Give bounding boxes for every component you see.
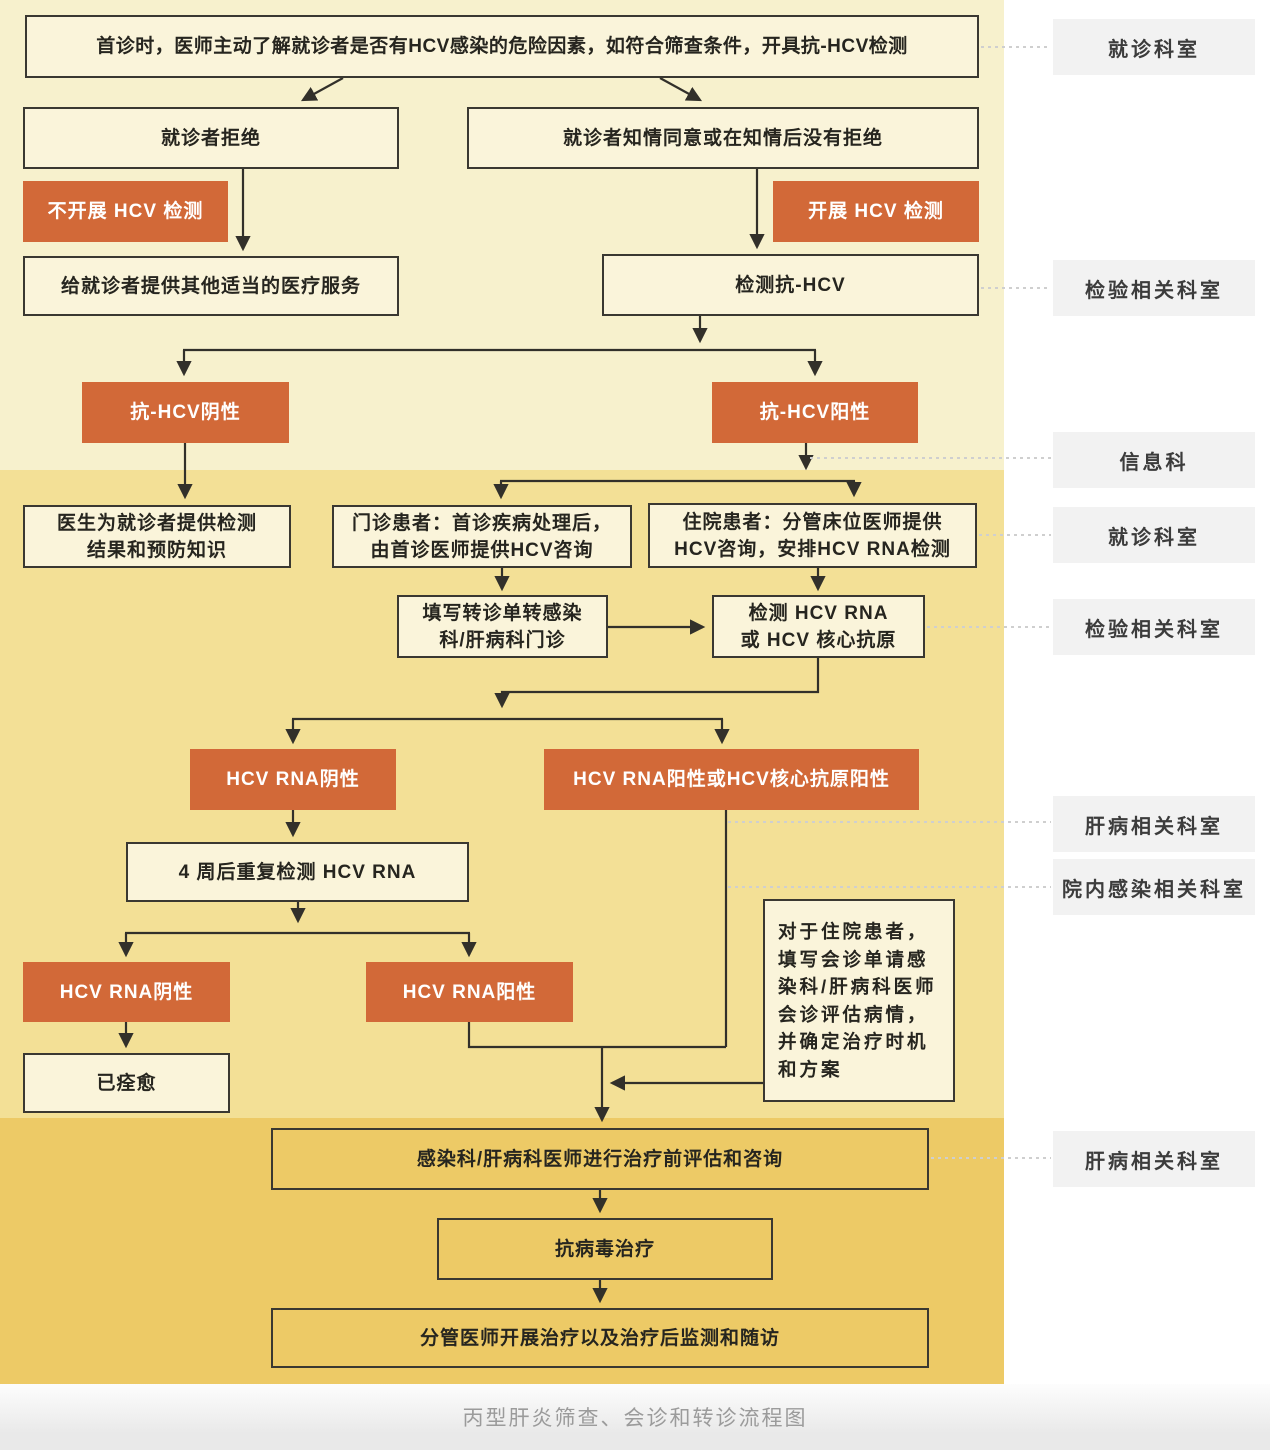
node-inpatient-rest: 分管床位医师提供 HCV咨询，安排HCV RNA检测 <box>674 511 951 560</box>
node-hcv-rna-negative-1: HCV RNA阴性 <box>190 749 396 810</box>
dept-label-text: 就诊科室 <box>1108 38 1200 61</box>
dept-label-text: 就诊科室 <box>1108 526 1200 549</box>
node-patient-consents: 就诊者知情同意或在知情后没有拒绝 <box>467 107 979 169</box>
solid-connectors <box>118 77 862 1304</box>
node-treatment-followup-text: 分管医师开展治疗以及治疗后监测和随访 <box>419 1327 780 1349</box>
dept-label-text: 肝病相关科室 <box>1085 815 1223 838</box>
node-hcv-rna-negative-2: HCV RNA阴性 <box>23 962 230 1022</box>
node-hcv-rna-negative-2-text: HCV RNA阴性 <box>59 981 194 1003</box>
node-inpatient-prefix: 住院患者： <box>682 511 783 533</box>
dept-label-nosocomial-infection-dept: 院内感染相关科室 <box>1053 859 1255 915</box>
node-hcv-rna-negative-1-text: HCV RNA阴性 <box>226 769 360 790</box>
node-intro-text: 首诊时，医师主动了解就诊者是否有HCV感染的危险因素，如符合筛查条件，开具抗-H… <box>96 36 908 57</box>
node-do-hcv-test-text: 开展 HCV 检测 <box>808 201 944 222</box>
node-outpatient-rest: 首诊疾病处理后， 由首诊医师提供HCV咨询 <box>370 512 613 561</box>
node-anti-hcv-negative: 抗-HCV阴性 <box>82 382 289 443</box>
node-pretreatment-evaluation: 感染科/肝病科医师进行治疗前评估和咨询 <box>271 1128 929 1190</box>
node-test-anti-hcv-text: 检测抗-HCV <box>735 274 846 296</box>
node-inpatient-text: 住院患者：分管床位医师提供 HCV咨询，安排HCV RNA检测 <box>674 509 951 563</box>
node-treatment-followup: 分管医师开展治疗以及治疗后监测和随访 <box>271 1308 929 1368</box>
node-referral-form-text: 填写转诊单转感染 科/肝病科门诊 <box>422 602 583 651</box>
node-hcv-rna-positive-or-core-text: HCV RNA阳性或HCV核心抗原阳性 <box>573 769 890 790</box>
node-test-anti-hcv: 检测抗-HCV <box>602 254 979 316</box>
dept-label-lab-dept-1: 检验相关科室 <box>1053 260 1255 316</box>
dept-label-information-dept: 信息科 <box>1053 432 1255 488</box>
node-other-medical-services-text: 给就诊者提供其他适当的医疗服务 <box>60 275 361 297</box>
dept-label-liver-dept-1: 肝病相关科室 <box>1053 796 1255 852</box>
node-pretreatment-evaluation-text: 感染科/肝病科医师进行治疗前评估和咨询 <box>416 1148 784 1170</box>
chart-caption: 丙型肝炎筛查、会诊和转诊流程图 <box>462 1407 808 1430</box>
dept-label-text: 院内感染相关科室 <box>1062 878 1246 901</box>
dept-label-text: 肝病相关科室 <box>1085 1150 1223 1173</box>
node-inpatient-consult-note: 对于住院患者， 填写会诊单请感 染科/肝病科医师 会诊评估病情， 并确定治疗时机… <box>763 899 955 1102</box>
node-doctor-provides-results: 医生为就诊者提供检测 结果和预防知识 <box>23 505 291 568</box>
node-anti-hcv-positive-text: 抗-HCV阳性 <box>759 402 871 423</box>
node-doctor-provides-results-text: 医生为就诊者提供检测 结果和预防知识 <box>56 512 257 561</box>
node-cured: 已痊愈 <box>23 1053 230 1113</box>
node-no-hcv-test-text: 不开展 HCV 检测 <box>47 201 204 222</box>
dept-label-text: 检验相关科室 <box>1085 279 1223 302</box>
node-referral-form: 填写转诊单转感染 科/肝病科门诊 <box>397 595 608 658</box>
node-test-hcv-rna: 检测 HCV RNA 或 HCV 核心抗原 <box>712 595 925 658</box>
node-patient-consents-text: 就诊者知情同意或在知情后没有拒绝 <box>562 127 883 149</box>
dept-label-visiting-dept-1: 就诊科室 <box>1053 19 1255 75</box>
node-antiviral-treatment-text: 抗病毒治疗 <box>554 1238 655 1260</box>
node-patient-refuses: 就诊者拒绝 <box>23 107 399 169</box>
node-intro: 首诊时，医师主动了解就诊者是否有HCV感染的危险因素，如符合筛查条件，开具抗-H… <box>25 15 979 78</box>
node-hcv-rna-positive-2: HCV RNA阳性 <box>366 962 573 1022</box>
node-do-hcv-test: 开展 HCV 检测 <box>773 181 979 242</box>
dashed-department-links <box>728 46 1051 1159</box>
node-anti-hcv-positive: 抗-HCV阳性 <box>712 382 918 443</box>
node-other-medical-services: 给就诊者提供其他适当的医疗服务 <box>23 256 399 316</box>
node-antiviral-treatment: 抗病毒治疗 <box>437 1218 773 1280</box>
node-hcv-rna-positive-2-text: HCV RNA阳性 <box>402 981 537 1003</box>
node-patient-refuses-text: 就诊者拒绝 <box>160 127 261 149</box>
node-outpatient-text: 门诊患者：首诊疾病处理后， 由首诊医师提供HCV咨询 <box>352 510 612 564</box>
node-no-hcv-test: 不开展 HCV 检测 <box>23 181 228 242</box>
node-test-hcv-rna-text: 检测 HCV RNA 或 HCV 核心抗原 <box>740 602 897 651</box>
node-hcv-rna-positive-or-core: HCV RNA阳性或HCV核心抗原阳性 <box>544 749 919 810</box>
node-cured-text: 已痊愈 <box>96 1072 157 1094</box>
dept-label-lab-dept-2: 检验相关科室 <box>1053 599 1255 655</box>
node-outpatient-prefix: 门诊患者： <box>351 512 452 534</box>
band-treatment <box>0 1118 1004 1384</box>
node-repeat-hcv-rna-text: 4 周后重复检测 HCV RNA <box>178 861 417 883</box>
node-inpatient: 住院患者：分管床位医师提供 HCV咨询，安排HCV RNA检测 <box>648 503 977 568</box>
node-outpatient: 门诊患者：首诊疾病处理后， 由首诊医师提供HCV咨询 <box>332 505 632 568</box>
caption-strip: 丙型肝炎筛查、会诊和转诊流程图 <box>0 1384 1270 1450</box>
dept-label-text: 检验相关科室 <box>1085 618 1223 641</box>
dept-label-liver-dept-2: 肝病相关科室 <box>1053 1131 1255 1187</box>
dept-label-text: 信息科 <box>1119 451 1189 474</box>
node-repeat-hcv-rna: 4 周后重复检测 HCV RNA <box>126 842 469 902</box>
node-inpatient-consult-note-text: 对于住院患者， 填写会诊单请感 染科/肝病科医师 会诊评估病情， 并确定治疗时机… <box>778 921 937 1080</box>
dept-label-visiting-dept-2: 就诊科室 <box>1053 507 1255 563</box>
node-anti-hcv-negative-text: 抗-HCV阴性 <box>130 402 241 423</box>
